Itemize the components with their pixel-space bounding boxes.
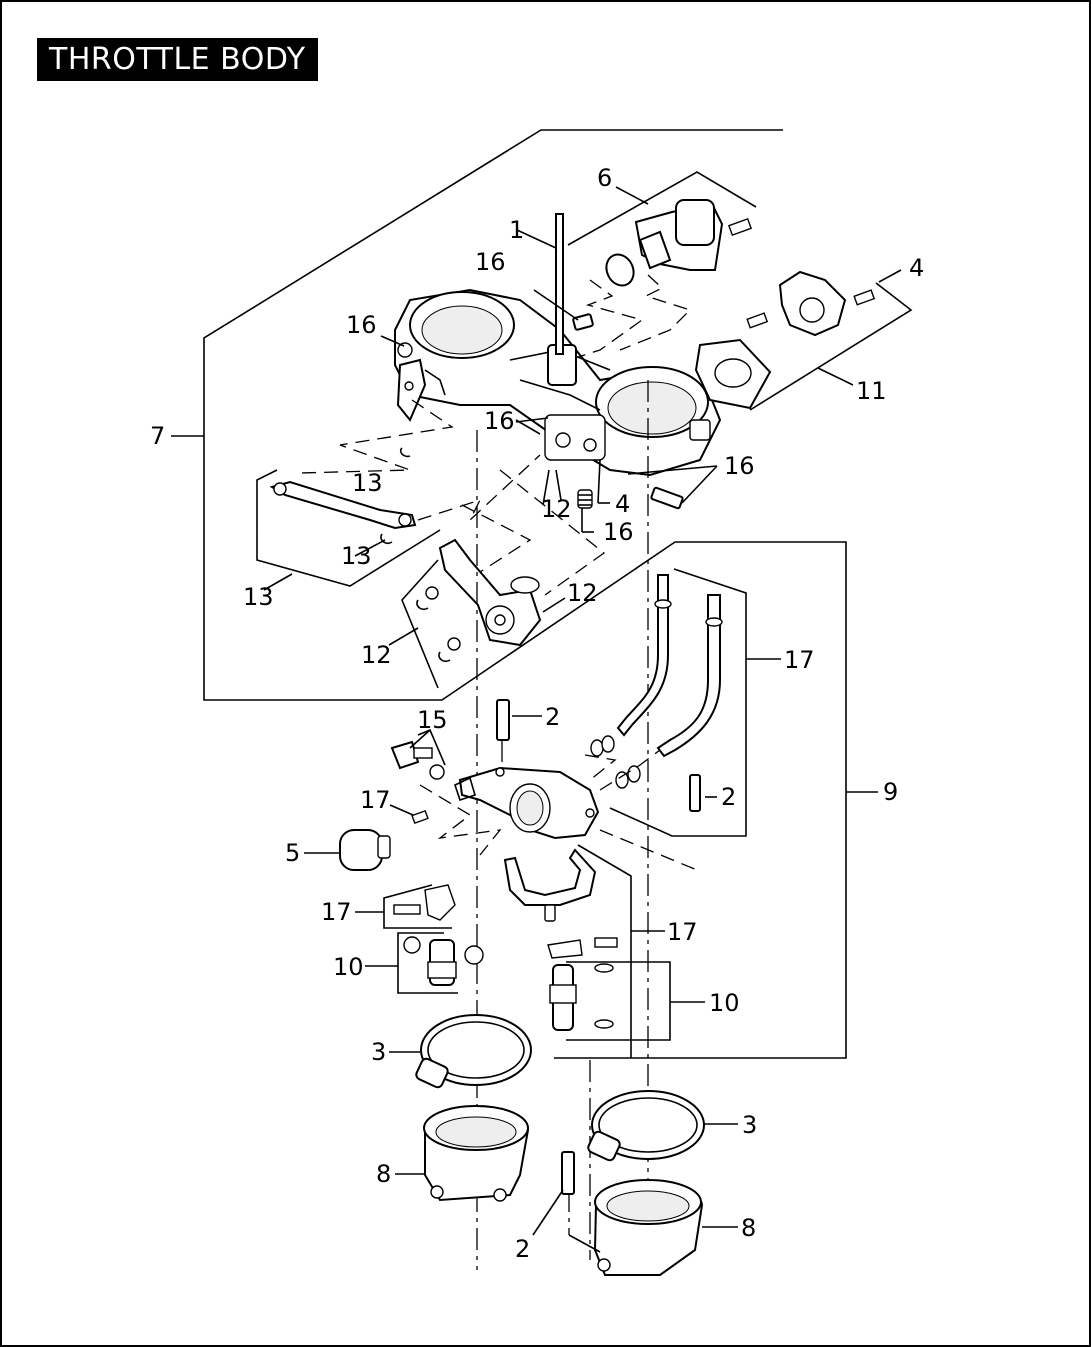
callout-16-c: 16 bbox=[484, 407, 515, 435]
callout-8-a: 8 bbox=[376, 1160, 391, 1188]
leader-4 bbox=[597, 459, 601, 504]
callout-17-a: 17 bbox=[784, 646, 815, 674]
part-8-flange-left bbox=[395, 1105, 530, 1202]
spring-part bbox=[577, 489, 593, 509]
group-bracket-7 bbox=[171, 129, 847, 1059]
callout-17-d: 17 bbox=[667, 918, 698, 946]
callout-12-a: 12 bbox=[541, 495, 572, 523]
callout-5: 5 bbox=[285, 839, 300, 867]
callout-15: 15 bbox=[417, 706, 448, 734]
callout-12-b: 12 bbox=[567, 579, 598, 607]
callout-2-c: 2 bbox=[515, 1235, 530, 1263]
part-5-pressure-regulator bbox=[304, 804, 429, 871]
callout-7: 7 bbox=[150, 422, 165, 450]
callout-12-c: 12 bbox=[361, 641, 392, 669]
callout-13-b: 13 bbox=[341, 542, 372, 570]
part-16-fasteners bbox=[380, 289, 718, 533]
callout-labels: 1 6 4 16 16 11 7 16 16 13 12 4 16 13 13 … bbox=[150, 164, 924, 1263]
part-6-iac-valve bbox=[567, 171, 757, 287]
callout-3-b: 3 bbox=[742, 1111, 757, 1139]
part-10-injector-left bbox=[355, 884, 484, 994]
callout-1: 1 bbox=[509, 216, 524, 244]
callout-4-top: 4 bbox=[909, 254, 924, 282]
part-12-throttle-cam bbox=[388, 469, 566, 689]
callout-16-e: 16 bbox=[603, 518, 634, 546]
callout-11: 11 bbox=[856, 377, 887, 405]
callout-16-d: 16 bbox=[724, 452, 755, 480]
callout-4: 4 bbox=[615, 490, 630, 518]
part-3-clamp-left bbox=[389, 1014, 532, 1089]
part-11-tps-sensor bbox=[694, 270, 913, 411]
part-10-injector-right bbox=[547, 844, 705, 1058]
callout-8-b: 8 bbox=[741, 1214, 756, 1242]
fuel-rail-bracket bbox=[503, 848, 597, 922]
callout-13-a: 13 bbox=[352, 469, 383, 497]
o-rings bbox=[590, 735, 641, 789]
callout-16-a: 16 bbox=[475, 248, 506, 276]
callout-3-a: 3 bbox=[371, 1038, 386, 1066]
throttle-body-casting bbox=[394, 288, 722, 477]
part-2-bolts bbox=[496, 699, 717, 1236]
callout-17-b: 17 bbox=[360, 786, 391, 814]
part-15-fitting bbox=[390, 728, 446, 780]
callout-10-b: 10 bbox=[709, 989, 740, 1017]
callout-16-b: 16 bbox=[346, 311, 377, 339]
part-13-linkage bbox=[256, 447, 441, 591]
callout-2-b: 2 bbox=[721, 783, 736, 811]
part-1-rod bbox=[516, 213, 564, 355]
part-3-clamp-right bbox=[587, 1090, 738, 1162]
callout-6: 6 bbox=[597, 164, 612, 192]
callout-13-c: 13 bbox=[243, 583, 274, 611]
callout-17-c: 17 bbox=[321, 898, 352, 926]
callout-2-a: 2 bbox=[545, 703, 560, 731]
part-8-flange-right bbox=[568, 1179, 738, 1276]
callout-9: 9 bbox=[883, 778, 898, 806]
part-17-fuel-lines bbox=[609, 568, 781, 837]
callout-10-a: 10 bbox=[333, 953, 364, 981]
page-title: THROTTLE BODY bbox=[37, 38, 318, 81]
leader-4-top bbox=[878, 269, 902, 283]
fuel-rail bbox=[454, 766, 600, 840]
